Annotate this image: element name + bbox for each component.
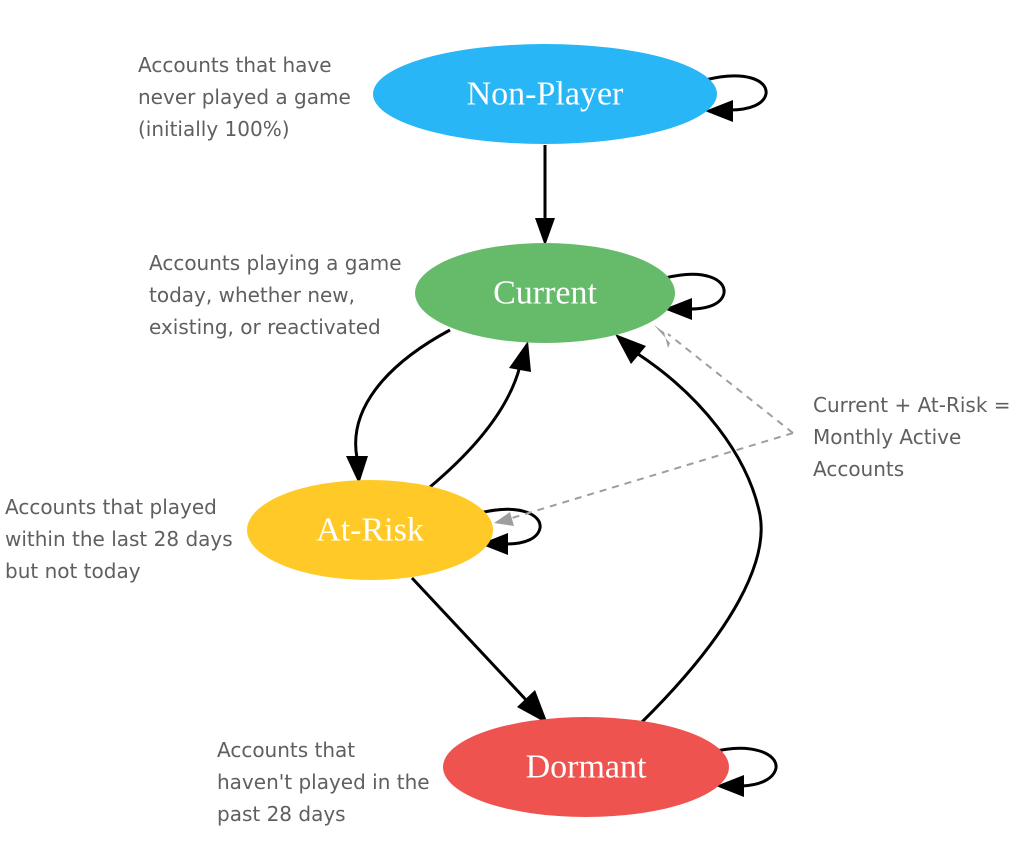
node-non-player: Non-Player	[373, 44, 717, 144]
node-dormant: Dormant	[443, 717, 729, 817]
arrowhead-atrisk-to-current	[509, 341, 531, 372]
note-current: Accounts playing a game today, whether n…	[149, 251, 402, 339]
arrowhead-atrisk-to-dormant	[517, 690, 548, 724]
selfloop-arrowhead-atrisk	[480, 533, 508, 555]
node-shape-at-risk	[247, 480, 493, 580]
edge-atrisk-to-current	[429, 365, 522, 489]
arrowhead-nonplayer-to-current	[535, 218, 555, 246]
mau-annotation-lines	[494, 325, 794, 526]
selfloop-dormant	[711, 746, 778, 788]
mau-line-to-atrisk	[511, 432, 794, 519]
note-dormant: Accounts that haven't played in the past…	[217, 738, 430, 826]
node-label-dormant: Dormant	[526, 749, 647, 786]
mau-arrowhead-current	[654, 325, 675, 348]
edge-atrisk-to-dormant	[410, 576, 530, 704]
selfloop-arrowhead-nonplayer	[705, 100, 733, 122]
arrowhead-current-to-atrisk	[346, 456, 368, 484]
mau-arrowhead-atrisk	[494, 512, 514, 526]
selfloop-arrowhead-current	[664, 298, 692, 320]
edges	[346, 74, 778, 797]
node-shape-dormant	[443, 717, 729, 817]
node-label-non-player: Non-Player	[467, 76, 624, 113]
edge-dormant-to-current	[637, 352, 763, 724]
node-shape-current	[415, 243, 675, 343]
node-label-current: Current	[493, 275, 597, 312]
mau-line-to-current	[667, 333, 794, 434]
selfloop-arrowhead-dormant	[716, 775, 744, 797]
edge-current-to-atrisk	[354, 328, 451, 459]
node-label-at-risk: At-Risk	[316, 512, 424, 549]
selfloop-current	[664, 272, 726, 311]
note-mau: Current + At-Risk = Monthly Active Accou…	[813, 393, 1011, 481]
note-non-player: Accounts that have never played a game (…	[138, 53, 351, 141]
arrowhead-dormant-to-current	[615, 334, 646, 364]
node-at-risk: At-Risk	[247, 480, 493, 580]
selfloop-atrisk	[479, 507, 542, 546]
node-current: Current	[415, 243, 675, 343]
node-shape-non-player	[373, 44, 717, 144]
selfloop-nonplayer	[704, 74, 768, 112]
note-at-risk: Accounts that played within the last 28 …	[5, 495, 233, 583]
